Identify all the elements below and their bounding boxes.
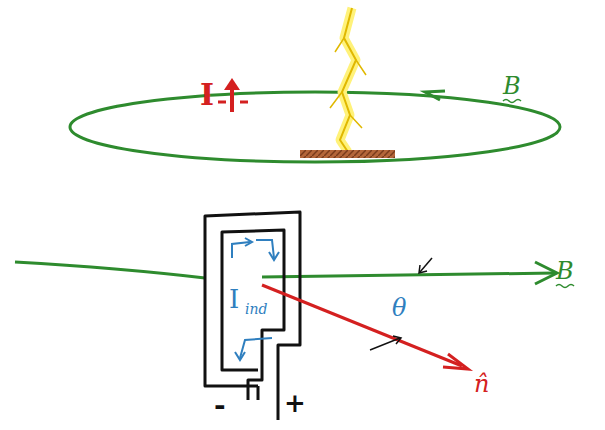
angle-label: θ bbox=[392, 296, 406, 320]
current-label: I bbox=[200, 80, 214, 110]
terminal-sign: - bbox=[214, 392, 226, 420]
loop-inner bbox=[222, 230, 284, 400]
lightning-bolt bbox=[340, 8, 356, 152]
field-line bbox=[15, 262, 205, 278]
subscript: ind bbox=[245, 302, 267, 316]
ground bbox=[300, 150, 395, 158]
current-arrowhead bbox=[224, 78, 240, 90]
angle-pointer bbox=[420, 258, 432, 272]
field-label: B bbox=[503, 74, 521, 98]
field-label: B bbox=[556, 259, 574, 283]
induced-current-label: I bbox=[229, 286, 239, 312]
terminal-sign: + bbox=[284, 390, 306, 416]
ind-arrow bbox=[240, 338, 272, 358]
vector-tilde bbox=[503, 100, 521, 103]
field-arrowhead bbox=[425, 91, 445, 100]
angle-pointer bbox=[370, 338, 400, 350]
dash-marks bbox=[218, 101, 248, 104]
normal-label: n̂ bbox=[474, 372, 489, 396]
lightning-glow bbox=[340, 8, 356, 152]
lightning-branches bbox=[330, 38, 366, 128]
field-loop bbox=[70, 92, 560, 162]
normal-vector bbox=[262, 285, 462, 366]
loop-outer bbox=[205, 212, 300, 420]
field-line bbox=[262, 273, 555, 277]
vector-tilde bbox=[556, 285, 574, 288]
normal-arrowhead bbox=[443, 354, 468, 369]
field-arrowhead bbox=[535, 262, 557, 284]
